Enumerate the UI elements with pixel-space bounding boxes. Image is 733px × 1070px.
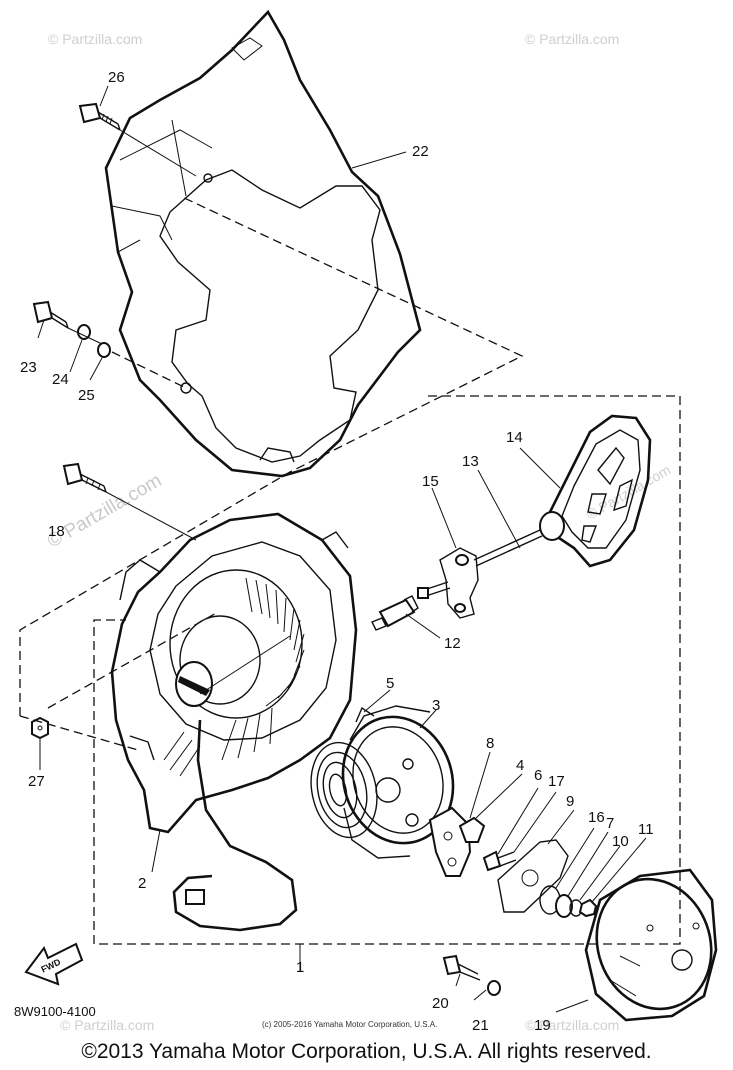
- pulley-part-3: [341, 705, 455, 859]
- callout-2: 2: [138, 875, 146, 892]
- shaft-part-12: [371, 595, 419, 631]
- callout-15: 15: [422, 473, 439, 490]
- diagram-code: 8W9100-4100: [14, 1004, 96, 1019]
- callout-23: 23: [20, 359, 37, 376]
- starter-cup-part-19: [584, 868, 718, 1022]
- leader-lines: [37, 85, 647, 1013]
- plate-part-9: [497, 839, 569, 913]
- rope-guide-part-15: [417, 547, 479, 619]
- housing-part-2: [110, 512, 358, 932]
- bolt-part-18: [62, 462, 107, 493]
- callout-21: 21: [472, 1017, 489, 1034]
- assembly-lines: [19, 129, 681, 972]
- callout-12: 12: [444, 635, 461, 652]
- callout-11: 11: [638, 821, 654, 838]
- nut-part-27: [31, 716, 49, 740]
- callout-9: 9: [566, 793, 574, 810]
- callout-27: 27: [28, 773, 45, 790]
- watermark-bottom-right: © Partzilla.com: [525, 1017, 619, 1033]
- callout-20: 20: [432, 995, 449, 1012]
- rope-part-13: [473, 529, 543, 567]
- callout-4: 4: [516, 757, 524, 774]
- callout-26: 26: [108, 69, 125, 86]
- bolt-part-20: [442, 954, 481, 981]
- nut-part-11: [578, 898, 598, 918]
- bolt-part-26: [78, 102, 121, 131]
- spring-part-5: [310, 706, 378, 839]
- ratchet-part-8: [428, 806, 472, 877]
- callout-13: 13: [462, 453, 479, 470]
- callout-25: 25: [78, 387, 95, 404]
- callout-5: 5: [386, 675, 394, 692]
- bolt-part-23: [32, 300, 69, 329]
- callout-14: 14: [506, 429, 523, 446]
- small-copyright: (c) 2005-2016 Yamaha Motor Corporation, …: [262, 1020, 438, 1029]
- callout-19: 19: [534, 1017, 551, 1034]
- bushing-part-7: [555, 894, 573, 918]
- callout-numbers: 26 22 23 24 25 18 27 15 13 14 12 5 3 8 4…: [20, 69, 654, 1034]
- callout-6: 6: [534, 767, 542, 784]
- pawl-part-4: [458, 816, 486, 843]
- watermark-top-left: © Partzilla.com: [48, 31, 142, 47]
- callout-24: 24: [52, 371, 69, 388]
- callout-22: 22: [412, 143, 429, 160]
- watermark-top-right: © Partzilla.com: [525, 31, 619, 47]
- callout-16: 16: [588, 809, 605, 826]
- callout-7: 7: [606, 815, 614, 832]
- handle-part-14: [539, 414, 652, 568]
- watermark-bottom-left: © Partzilla.com: [60, 1017, 154, 1033]
- callout-10: 10: [612, 833, 629, 850]
- screw-part-6: [482, 850, 517, 872]
- fan-cover-part-22: [104, 9, 422, 478]
- footer-copyright: ©2013 Yamaha Motor Corporation, U.S.A. A…: [81, 1040, 652, 1063]
- callout-8: 8: [486, 735, 494, 752]
- callout-3: 3: [432, 697, 440, 714]
- callout-17: 17: [548, 773, 565, 790]
- washer-part-24: [77, 324, 91, 340]
- fwd-arrow-icon: FWD: [24, 942, 84, 986]
- washer-part-21: [487, 980, 501, 996]
- callout-18: 18: [48, 523, 65, 540]
- callout-1: 1: [296, 959, 304, 976]
- washer-part-25: [97, 342, 111, 358]
